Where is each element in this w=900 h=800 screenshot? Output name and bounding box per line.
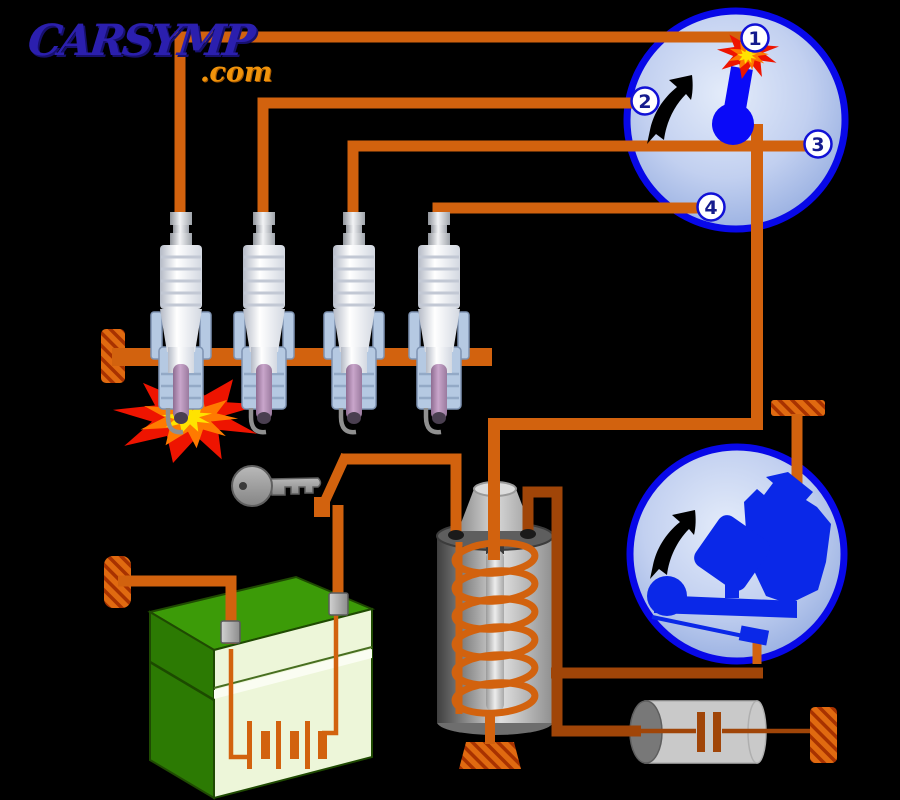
terminal-badges: 1 2 3 4 [630,23,833,222]
coil-ht-wire [488,124,763,560]
condenser [629,700,814,764]
key-blade [269,477,322,496]
rotor [712,103,754,145]
battery-plates [247,721,327,769]
battery-terminal [220,620,241,644]
breaker-baseplate [654,595,797,618]
breaker-lead [651,615,749,639]
ground-icon [810,707,837,763]
contact-breaker-internals [647,472,831,646]
badge-1: 1 [748,28,761,50]
coil-condenser-wire [522,486,641,737]
plug3-wire [347,140,806,216]
distributor-cam [744,472,831,604]
ground-icon [104,556,131,608]
logo: CARSYMP .com [25,16,272,88]
key-hole [239,482,247,490]
battery-terminal [328,592,349,616]
coil-winding [451,539,539,717]
capacitor-plate [697,712,705,752]
switch-coil-wire [342,453,462,537]
badge-4: 4 [704,197,717,219]
ignition-key [231,465,322,507]
plug2-wire [257,97,633,216]
breaker-lever-pivot [647,576,687,616]
ground-icon [771,400,825,416]
ground-icon [459,742,521,769]
plug1-wire [174,31,744,216]
coil-terminal [448,530,464,540]
capacitor-plate [713,712,721,752]
breaker-terminal [738,625,770,646]
distributor-cap-internals: 1 2 3 4 [630,23,833,222]
low-tension-wires [522,486,763,737]
badge-3: 3 [811,134,824,156]
ignition-switch [314,452,351,517]
coil-terminal [520,529,536,539]
logo-suffix: .com [200,57,273,88]
badge-2: 2 [638,91,651,113]
key-head [231,465,273,507]
battery-lid-seam [214,649,372,699]
breaker-points [694,515,770,591]
battery [147,575,376,800]
switch-lever [315,452,351,515]
